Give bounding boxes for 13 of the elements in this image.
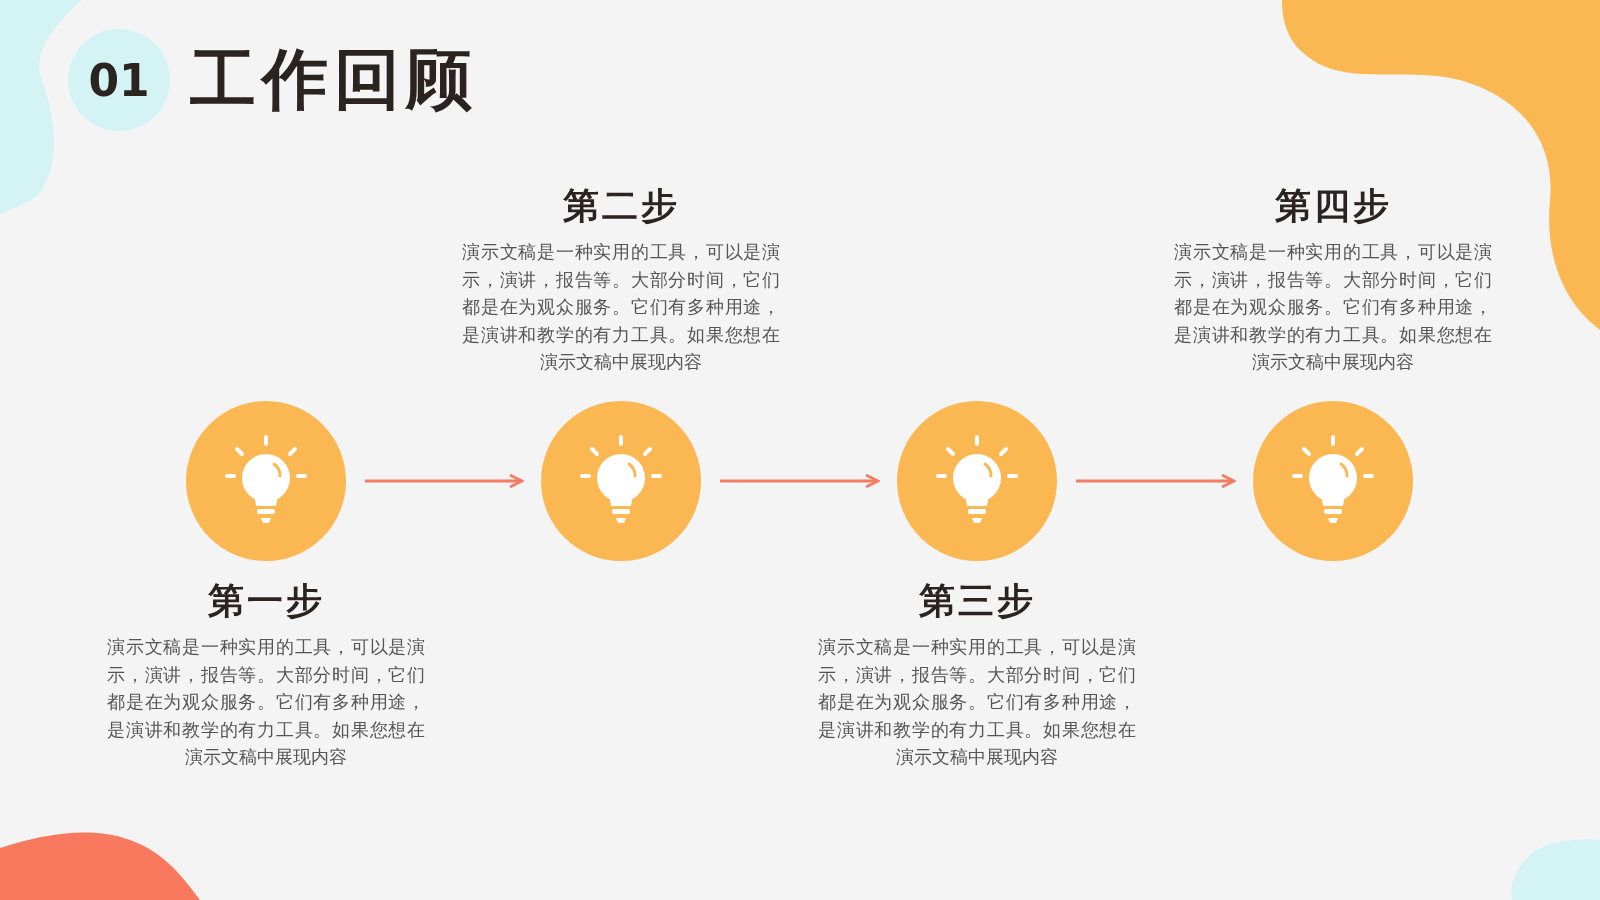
step-heading: 第二步	[561, 184, 681, 228]
step-heading: 第三步	[917, 579, 1037, 623]
step-description: 演示文稿是一种实用的工具，可以是演示，演讲，报告等。大部分时间，它们都是在为观众服务。它们有多种用途，是演讲和教学的有力工具。如果您想在演示文稿中展现内容	[1174, 240, 1492, 374]
step-description: 演示文稿是一种实用的工具，可以是演示，演讲，报告等。大部分时间，它们都是在为观众服务。它们有多种用途，是演讲和教学的有力工具。如果您想在演示文稿中展现内容	[462, 240, 780, 374]
step-heading: 第一步	[206, 579, 326, 623]
number-badge: 01	[68, 29, 170, 131]
slide-title: 工作回顾	[190, 40, 478, 120]
arrow	[1076, 473, 1236, 489]
arrow	[365, 473, 524, 489]
arrow	[720, 473, 880, 489]
step-heading: 第四步	[1273, 184, 1393, 228]
step-description: 演示文稿是一种实用的工具，可以是演示，演讲，报告等。大部分时间，它们都是在为观众服务。它们有多种用途，是演讲和教学的有力工具。如果您想在演示文稿中展现内容	[818, 635, 1136, 769]
step-description: 演示文稿是一种实用的工具，可以是演示，演讲，报告等。大部分时间，它们都是在为观众服务。它们有多种用途，是演讲和教学的有力工具。如果您想在演示文稿中展现内容	[107, 635, 425, 769]
